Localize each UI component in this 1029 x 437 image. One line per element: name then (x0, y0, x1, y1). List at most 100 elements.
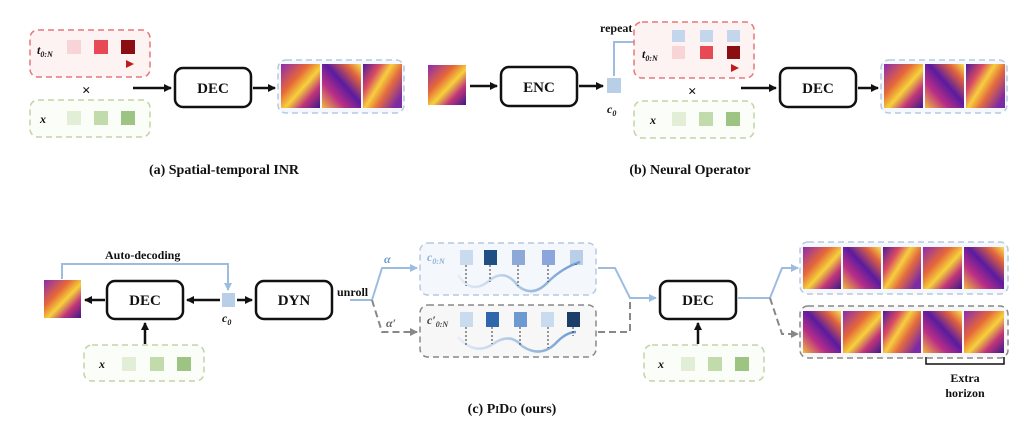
dec-block-a-label: DEC (197, 81, 229, 97)
latent-b-3 (514, 312, 527, 327)
trajectory-box-alpha (419, 242, 597, 296)
panel-a: t0:N × x DEC (a) Spatial-temporal INR (29, 29, 405, 178)
alpha-prime-drop-lines (465, 327, 574, 348)
time-input-box (29, 29, 151, 78)
space-input-box-c-right (643, 344, 765, 382)
time-cell-1 (67, 40, 81, 54)
space-cell-b-3 (726, 112, 740, 126)
space-input-box-b (633, 100, 755, 139)
alpha-prime-branch-arrow (371, 299, 418, 336)
c0-label-c: c0 (222, 311, 231, 327)
x-label-c-left: x (98, 357, 105, 371)
extra-label: Extra (950, 371, 979, 385)
auto-decoding-label: Auto-decoding (105, 248, 180, 262)
frame-b-1 (884, 64, 923, 108)
space-cell-b-2 (699, 112, 713, 126)
time-cell-b-1 (672, 46, 685, 59)
unroll-label: unroll (337, 285, 369, 299)
dec-block-c-right (658, 279, 738, 321)
space-cell-cl-1 (122, 357, 136, 371)
space-cell-cr-3 (735, 357, 749, 371)
space-cell-cl-3 (177, 357, 191, 371)
frame-ct-5 (964, 247, 1004, 289)
frame-ct-4 (923, 247, 962, 289)
x-label: x (39, 112, 46, 126)
frame-a-2 (322, 64, 361, 108)
alpha-to-dec-arrow (598, 267, 657, 302)
latent-b-2 (486, 312, 499, 327)
dec-to-bottom-output-arrow (769, 297, 799, 338)
latent-a-3 (512, 250, 525, 265)
dec-block-b-label: DEC (802, 81, 834, 97)
alpha-label: α (384, 252, 391, 266)
enc-block (499, 65, 579, 108)
auto-decoding-arrow (61, 263, 232, 291)
latent-a-4 (542, 250, 555, 265)
repeat-label: repeat (600, 21, 632, 35)
space-cell-cl-2 (150, 357, 164, 371)
enc-block-label: ENC (523, 80, 555, 96)
frame-b-2 (925, 64, 964, 108)
frame-b-3 (966, 64, 1005, 108)
frame-cb-2 (843, 311, 881, 353)
panel-b: ENC c0 repeat t0:N × x DEC (b) Neural Op… (428, 21, 1008, 178)
frame-a-1 (281, 64, 320, 108)
frame-cb-3 (883, 311, 921, 353)
c0-latent-b (607, 78, 621, 93)
c-prime-traj-label: c′0:N (427, 313, 449, 329)
time-input-box-b (633, 21, 755, 79)
space-input-box-c-left (83, 344, 205, 382)
dec-to-top-output-arrow (738, 264, 799, 299)
times-symbol: × (82, 83, 91, 99)
dec-block-c-left (105, 279, 185, 321)
dec-block-b (778, 66, 858, 109)
frame-ct-3 (883, 247, 921, 289)
dyn-block-label: DYN (278, 293, 311, 309)
trajectory-wave-alpha-prime (457, 330, 577, 353)
times-symbol-b: × (688, 84, 697, 100)
frame-cb-5 (964, 311, 1004, 353)
input-field-b (428, 65, 466, 105)
alpha-prime-to-dec-arrow (598, 302, 631, 333)
time-cell-3 (121, 40, 135, 54)
frame-ct-2 (843, 247, 881, 289)
time-cell-b-3 (727, 46, 740, 59)
dyn-block (254, 279, 334, 321)
latent-a-2 (484, 250, 497, 265)
space-cell-cr-2 (708, 357, 722, 371)
repeat-cell-1 (672, 30, 685, 42)
latent-b-5 (567, 312, 580, 327)
dec-block-c-right-label: DEC (682, 293, 714, 309)
space-cell-3 (121, 111, 135, 125)
t-label: t0:N (37, 43, 54, 59)
time-cell-b-2 (700, 46, 713, 59)
extra-horizon-bracket (925, 357, 1005, 365)
space-cell-1 (67, 111, 81, 125)
x-label-c-right: x (657, 357, 664, 371)
space-cell-b-1 (672, 112, 686, 126)
frame-cb-4 (923, 311, 962, 353)
panel-c: Auto-decoding DEC c0 x DYN unroll α α′ c… (44, 241, 1009, 417)
frame-ct-1 (803, 247, 841, 289)
space-cell-cr-1 (681, 357, 695, 371)
latent-a-1 (460, 250, 473, 265)
alpha-drop-lines (465, 264, 577, 286)
alpha-prime-label: α′ (386, 316, 396, 330)
space-input-box (29, 99, 151, 138)
time-cell-2 (94, 40, 108, 54)
horizon-label: horizon (945, 386, 985, 400)
alpha-branch-arrow (350, 264, 418, 301)
reconstructed-field (44, 280, 81, 318)
x-label-b: x (649, 113, 656, 127)
space-cell-2 (94, 111, 108, 125)
caption-a: (a) Spatial-temporal INR (149, 163, 300, 178)
caption-b: (b) Neural Operator (629, 163, 750, 178)
c-traj-label: c0:N (427, 250, 446, 266)
dec-block-c-left-label: DEC (129, 293, 161, 309)
dec-block-a (173, 66, 253, 109)
c0-latent-c (222, 293, 235, 307)
repeat-cell-3 (727, 30, 740, 42)
frame-cb-1 (803, 311, 841, 353)
caption-c: (c) PIDO (ours) (468, 402, 557, 417)
